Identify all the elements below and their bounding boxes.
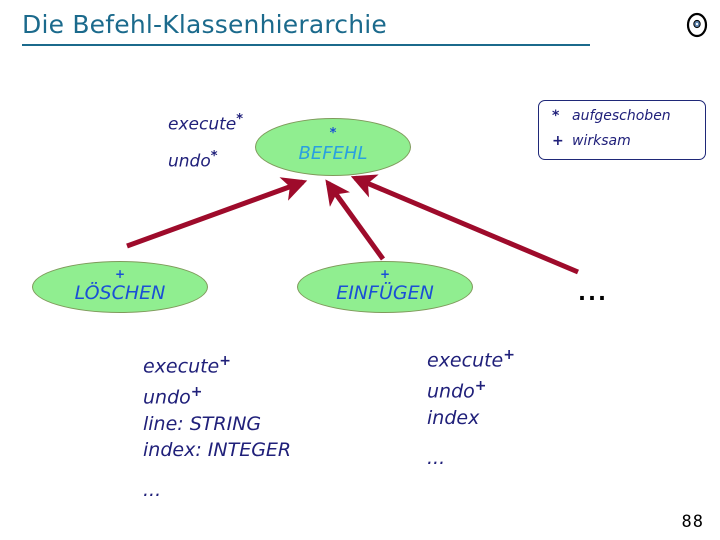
- arrow-more-to-befehl: [350, 174, 579, 275]
- legend-label-wirksam: wirksam: [572, 133, 631, 149]
- class-node-loeschen[interactable]: + LÖSCHEN: [32, 261, 208, 313]
- class-node-loeschen-mark: +: [114, 267, 126, 281]
- attribute-mark: +: [503, 347, 515, 363]
- legend-box: * aufgeschoben + wirksam: [538, 100, 706, 160]
- attribute-more: ...: [427, 446, 446, 469]
- legend-symbol-plus: +: [552, 133, 564, 149]
- attribute-row: execute+: [427, 342, 515, 373]
- root-feature-list: execute* undo*: [168, 104, 243, 177]
- attribute-name: execute: [427, 349, 504, 372]
- attribute-mark: +: [190, 384, 203, 401]
- attribute-name: execute: [143, 355, 220, 378]
- legend-item-wirksam: + wirksam: [552, 133, 631, 149]
- root-feature-undo: undo*: [168, 141, 243, 178]
- class-node-loeschen-label: LÖSCHEN: [74, 282, 166, 304]
- more-classes-ellipsis: ...: [578, 281, 608, 305]
- legend-symbol-asterisk: *: [552, 108, 560, 124]
- spacer: [427, 431, 515, 445]
- attribute-more: ...: [143, 478, 162, 501]
- class-node-befehl-mark: *: [329, 126, 337, 141]
- attribute-row: execute+: [143, 348, 291, 379]
- root-feature-execute-label: execute: [168, 114, 237, 135]
- attribute-list-loeschen: execute+ undo+ line: STRING index: INTEG…: [143, 348, 291, 503]
- root-feature-execute: execute*: [168, 104, 243, 141]
- attribute-row: line: STRING: [143, 412, 262, 435]
- attribute-name: undo: [143, 386, 191, 409]
- class-node-befehl-label: BEFEHL: [298, 143, 368, 164]
- attribute-row: index: [427, 405, 515, 431]
- attribute-name: index: [143, 438, 196, 461]
- attribute-mark: +: [474, 378, 487, 395]
- spacer: [143, 463, 291, 477]
- attribute-mark: +: [219, 353, 231, 369]
- arrow-einfuegen-to-befehl: [325, 179, 386, 261]
- class-node-einfuegen-mark: +: [379, 267, 391, 281]
- attribute-type: INTEGER: [207, 438, 292, 461]
- attribute-name: line: [143, 412, 178, 435]
- attribute-name: undo: [427, 380, 475, 403]
- arrow-loeschen-to-befehl: [126, 177, 308, 249]
- page-title: Die Befehl-Klassenhierarchie: [22, 10, 387, 39]
- attribute-row: index: INTEGER: [143, 438, 292, 461]
- root-feature-undo-label: undo: [168, 151, 211, 172]
- class-node-einfuegen-label: EINFÜGEN: [336, 282, 434, 304]
- root-feature-execute-mark: *: [236, 112, 244, 127]
- class-node-befehl[interactable]: * BEFEHL: [255, 118, 411, 176]
- attribute-row: undo+: [143, 379, 291, 410]
- class-node-einfuegen[interactable]: + EINFÜGEN: [297, 261, 473, 313]
- title-divider: [22, 44, 590, 46]
- legend-label-aufgeschoben: aufgeschoben: [572, 108, 671, 124]
- disc-icon[interactable]: [684, 12, 710, 38]
- legend-item-aufgeschoben: * aufgeschoben: [552, 108, 671, 124]
- attribute-list-einfuegen: execute+ undo+ index ...: [427, 342, 515, 471]
- root-feature-undo-mark: *: [210, 148, 218, 164]
- attribute-name: index: [427, 406, 480, 429]
- page-number: 88: [681, 512, 704, 532]
- attribute-row: undo+: [427, 373, 515, 404]
- attribute-type: STRING: [189, 412, 262, 435]
